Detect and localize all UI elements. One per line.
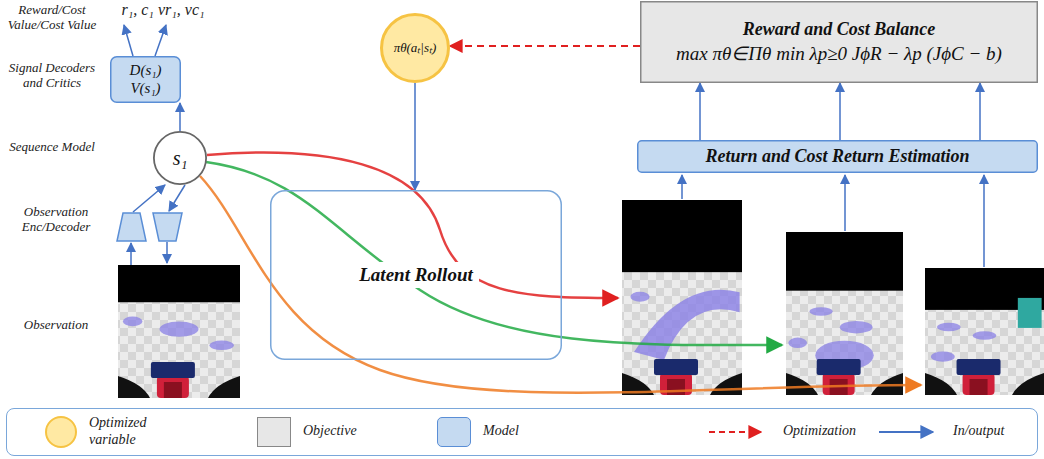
legend-text: Optimized variable	[89, 415, 161, 447]
legend-arrow	[877, 422, 941, 442]
optimization-arrow	[450, 45, 640, 47]
legend-text: Optimization	[783, 423, 856, 439]
part-label: Observation	[2, 318, 110, 333]
legend-item: Objective	[257, 409, 357, 454]
latent-rollout-box: Latent Rollout	[270, 190, 562, 360]
decoder-trapezoid	[153, 213, 182, 241]
io-arrow	[124, 25, 133, 56]
decoder-critic-box: D(s₁) V(s₁)	[110, 56, 181, 103]
part-label: Observation Enc/Decoder	[2, 205, 110, 235]
io-arrow	[169, 185, 185, 211]
part-label: Sequence Model	[2, 140, 102, 155]
node-text: Latent Rollout	[353, 262, 479, 288]
io-arrow	[414, 83, 416, 190]
legend-item: Model	[437, 409, 519, 454]
node-text: Reward and Cost Balance	[743, 19, 936, 40]
estimation-box: Return and Cost Return Estimation	[637, 140, 1038, 173]
legend-box: Optimized variable Objective Model Optimiza…	[6, 408, 1038, 456]
latent-state-circle: s₁	[153, 131, 207, 185]
output-label: Reward/Cost Value/Cost Value	[2, 3, 102, 33]
legend-swatch	[45, 416, 77, 448]
legend-text: Objective	[303, 423, 357, 439]
legend-text: Model	[483, 423, 519, 439]
io-arrow	[699, 83, 701, 140]
part-label: Signal Decoders and Critics	[2, 61, 102, 91]
rollout-curve	[200, 176, 921, 393]
legend-item: Optimized variable	[45, 409, 161, 454]
rollout-curve	[206, 162, 782, 345]
objective-box: Reward and Cost Balance max πθ∈Πθ min λp≥…	[640, 1, 1038, 83]
legend-dashed-line	[707, 422, 771, 442]
node-outline	[640, 1, 1038, 83]
node-text: πθ(aₜ|sₜ)	[394, 41, 437, 56]
io-arrow	[983, 175, 985, 267]
io-arrow	[839, 83, 841, 140]
io-arrow	[681, 175, 683, 199]
legend-swatch	[257, 417, 291, 447]
scene-image	[925, 268, 1044, 395]
scene-image	[622, 200, 742, 395]
node-text: Return and Cost Return Estimation	[705, 146, 969, 167]
io-arrow	[844, 175, 846, 231]
scene-image	[786, 232, 903, 395]
legend-text: In/output	[953, 423, 1004, 439]
node-text: D(s₁) V(s₁)	[118, 62, 173, 97]
signal-symbols: r₁, c₁ vr₁, vc₁	[103, 1, 223, 19]
node-text: s₁	[173, 147, 188, 170]
io-arrow	[130, 243, 132, 265]
legend-item: Optimization	[707, 409, 856, 454]
policy-circle: πθ(aₜ|sₜ)	[380, 13, 450, 83]
node-text: max πθ∈Πθ min λp≥0 JϕR − λp (JϕC − b)	[676, 43, 1002, 65]
io-arrow	[166, 242, 168, 263]
io-arrow	[979, 83, 981, 140]
io-arrow	[179, 103, 181, 131]
rollout-curve	[207, 153, 618, 298]
encoder-trapezoid	[117, 213, 146, 241]
io-arrow	[155, 25, 166, 56]
io-arrow	[133, 185, 165, 212]
scene-image	[118, 265, 240, 398]
legend-swatch	[437, 417, 471, 447]
legend-item: In/output	[877, 409, 1004, 454]
